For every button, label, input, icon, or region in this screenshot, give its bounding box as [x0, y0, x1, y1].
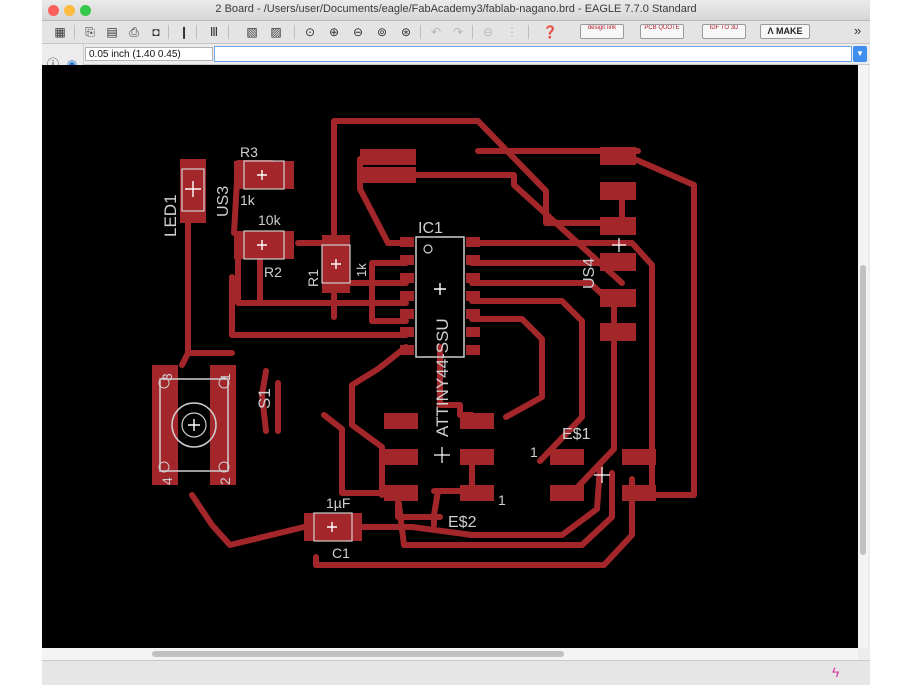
ic1-name-label: IC1 [418, 220, 443, 237]
display-icon[interactable]: ▨ [270, 25, 282, 39]
r2-value-label: 10k [258, 212, 282, 228]
show-icon[interactable]: ◉ [66, 57, 78, 71]
ic1-part[interactable]: IC1 ATTINY44-SSU [415, 220, 465, 437]
pads [360, 147, 656, 501]
open-icon[interactable]: ⎘ [85, 25, 95, 39]
layers-icon[interactable]: ▧ [246, 25, 258, 39]
make-label: MAKE [776, 26, 803, 36]
us4-label: US4 [581, 258, 598, 289]
design-link-button[interactable]: design link [580, 24, 624, 39]
r3-value-label: 1k [240, 192, 256, 208]
main-toolbar: ▦ ⎘ ▤ ⎙ ◘ ❙ Ⅲ ▧ ▨ ⊙ ⊕ ⊖ ⊚ ⊛ ↶ ↷ ⊝ ⋮ ❓ de… [42, 21, 870, 44]
s1-pin2-label: 2 [217, 477, 233, 485]
r2-name-label: R2 [264, 264, 282, 280]
c1-name-label: C1 [332, 545, 350, 561]
pcb-layout: R3 1k 10k R2 R1 1k LED1 US3 IC1 ATTINY44… [152, 118, 697, 568]
r3-name-label: R3 [240, 144, 258, 160]
window-title: 2 Board - /Users/user/Documents/eagle/Fa… [215, 3, 697, 15]
zoom-select-icon[interactable]: ⊚ [376, 25, 388, 39]
pad [600, 217, 636, 235]
zoom-window-button[interactable] [80, 5, 91, 16]
stop-icon[interactable]: ⊝ [482, 25, 494, 39]
idf-to-3d-label: IDF TO 3D [709, 25, 739, 31]
es1-label: E$1 [562, 426, 591, 443]
r1-part[interactable]: R1 1k [305, 235, 369, 293]
zoom-redraw-icon[interactable]: ⊛ [400, 25, 412, 39]
command-input[interactable] [214, 46, 852, 62]
vertical-scrollbar[interactable] [858, 65, 868, 648]
title-bar: 2 Board - /Users/user/Documents/eagle/Fa… [42, 0, 870, 21]
go-icon[interactable]: ⋮ [506, 25, 518, 39]
design-link-label: design link [587, 25, 617, 31]
horizontal-scroll-thumb[interactable] [152, 651, 564, 657]
help-icon[interactable]: ❓ [542, 25, 558, 39]
pad [600, 289, 636, 307]
save-icon[interactable]: ▤ [106, 25, 118, 39]
led1-label: LED1 [161, 194, 180, 237]
s1-part[interactable]: S1 3 1 4 2 [152, 365, 274, 485]
pad [600, 323, 636, 341]
traces [179, 118, 697, 568]
pad [360, 149, 416, 165]
print-icon[interactable]: ⎙ [129, 25, 139, 39]
us4-origin [612, 238, 626, 252]
ic1-value-label: ATTINY44-SSU [433, 318, 452, 437]
close-window-button[interactable] [48, 5, 59, 16]
zoom-fit-icon[interactable]: ⊙ [304, 25, 316, 39]
r3-part[interactable]: R3 1k [234, 144, 294, 208]
s1-pin1-label: 1 [217, 373, 233, 381]
s1-pin4-label: 4 [159, 477, 175, 485]
s1-name-label: S1 [255, 388, 274, 409]
pad [360, 167, 416, 183]
script-icon[interactable]: ❙ [178, 25, 190, 39]
es2-pin1-label: 1 [498, 492, 506, 508]
vertical-scroll-thumb[interactable] [860, 265, 866, 555]
zoom-in-icon[interactable]: ⊕ [328, 25, 340, 39]
make-button[interactable]: Λ MAKE [760, 24, 810, 39]
s1-pin3-label: 3 [159, 373, 175, 381]
command-bar: 0.05 inch (1.40 0.45) ▼ [42, 44, 870, 65]
status-bar: ϟ [42, 660, 870, 685]
r1-name-label: R1 [305, 269, 321, 287]
command-history-dropdown[interactable]: ▼ [853, 46, 867, 62]
coordinate-display: 0.05 inch (1.40 0.45) [85, 47, 213, 61]
led1-part[interactable]: LED1 US3 [161, 159, 232, 237]
es1-origin [594, 467, 610, 483]
pcb-quote-label: PCB QUOTE [644, 25, 680, 31]
pad [600, 147, 636, 165]
idf-to-3d-button[interactable]: IDF TO 3D [702, 24, 746, 39]
minimize-window-button[interactable] [64, 5, 75, 16]
pad [600, 182, 636, 200]
toolbar-overflow-button[interactable]: » [854, 23, 862, 38]
undo-icon[interactable]: ↶ [430, 25, 442, 39]
pcb-quote-button[interactable]: PCB QUOTE [640, 24, 684, 39]
redo-icon[interactable]: ↷ [452, 25, 464, 39]
r1-value-label: 1k [354, 263, 369, 277]
us3-label: US3 [215, 186, 232, 217]
board-canvas[interactable]: R3 1k 10k R2 R1 1k LED1 US3 IC1 ATTINY44… [42, 65, 858, 648]
lightning-icon[interactable]: ϟ [832, 664, 840, 680]
make-icon: Λ [767, 26, 774, 36]
r2-part[interactable]: 10k R2 [234, 212, 294, 280]
grid-icon[interactable]: ▦ [54, 25, 66, 39]
pad [600, 253, 636, 271]
c1-value-label: 1µF [326, 495, 350, 511]
c1-part[interactable]: 1µF C1 [304, 495, 362, 561]
ulp-icon[interactable]: Ⅲ [209, 25, 219, 39]
horizontal-scrollbar[interactable] [42, 648, 858, 660]
zoom-out-icon[interactable]: ⊖ [352, 25, 364, 39]
cam-icon[interactable]: ◘ [152, 25, 160, 39]
es2-label: E$2 [448, 514, 477, 531]
es2-origin [434, 447, 450, 463]
es1-pin1-label: 1 [530, 444, 538, 460]
